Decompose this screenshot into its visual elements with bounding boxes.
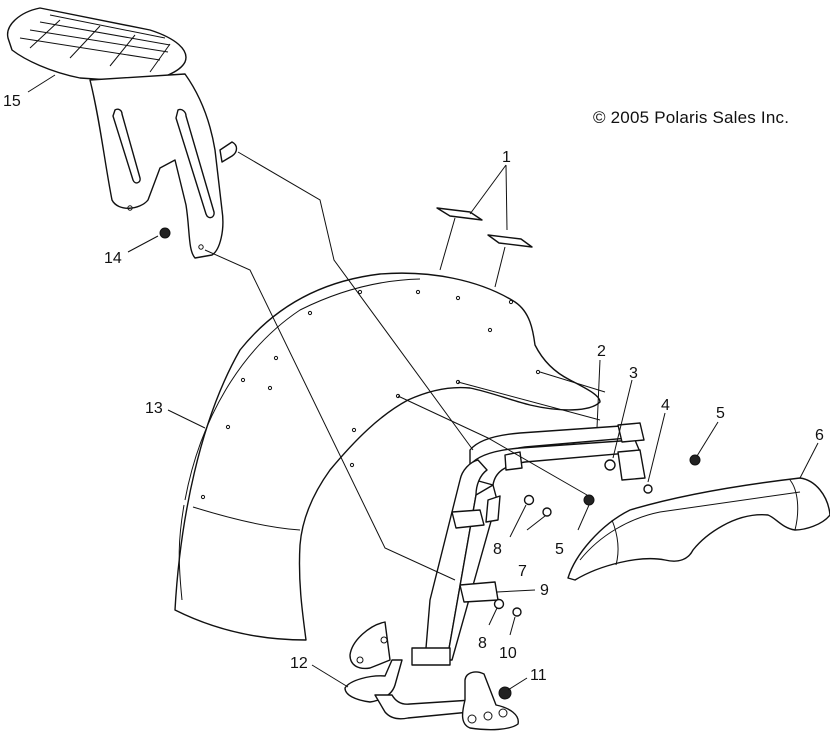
callout-7: 7: [518, 563, 527, 580]
callout-8a: 8: [493, 541, 502, 558]
lower-brace: [344, 621, 519, 731]
callout-leaders: [27, 74, 819, 691]
assembly-lines: [204, 151, 606, 581]
rear-fender: [174, 272, 601, 641]
washer-8b: [493, 598, 505, 610]
side-cover: [567, 477, 830, 581]
rail-brackets: [451, 451, 523, 529]
callout-5a: 5: [716, 405, 725, 422]
nut-14: [159, 227, 171, 239]
callout-2: 2: [597, 343, 606, 360]
nut-5b: [583, 494, 595, 506]
callout-11: 11: [530, 667, 547, 684]
callout-14: 14: [104, 250, 122, 267]
callout-13: 13: [145, 400, 163, 417]
luggage-rack: [6, 7, 238, 259]
washer-8a: [523, 494, 535, 506]
bracket-9: [459, 581, 499, 603]
callout-1: 1: [502, 149, 511, 166]
callout-3: 3: [629, 365, 638, 382]
callout-5b: 5: [555, 541, 564, 558]
bolt-4: [643, 484, 653, 494]
callout-4: 4: [661, 397, 670, 414]
copyright-notice: © 2005 Polaris Sales Inc.: [593, 108, 790, 127]
nut-5a: [689, 454, 701, 466]
callout-10: 10: [499, 645, 517, 662]
mount-pads: [436, 207, 533, 248]
callout-12: 12: [290, 655, 308, 672]
callout-8b: 8: [478, 635, 487, 652]
callout-15: 15: [3, 93, 21, 110]
bracket-3: [604, 422, 646, 481]
callout-9: 9: [540, 582, 549, 599]
callout-6: 6: [815, 427, 824, 444]
callout-labels: 1 2 3 4 5 5 6 7 8 8 9 10 11 12 13 14 15: [3, 93, 824, 684]
bolt-10: [512, 607, 522, 617]
hardware: [493, 454, 701, 700]
bolt-7: [542, 507, 552, 517]
